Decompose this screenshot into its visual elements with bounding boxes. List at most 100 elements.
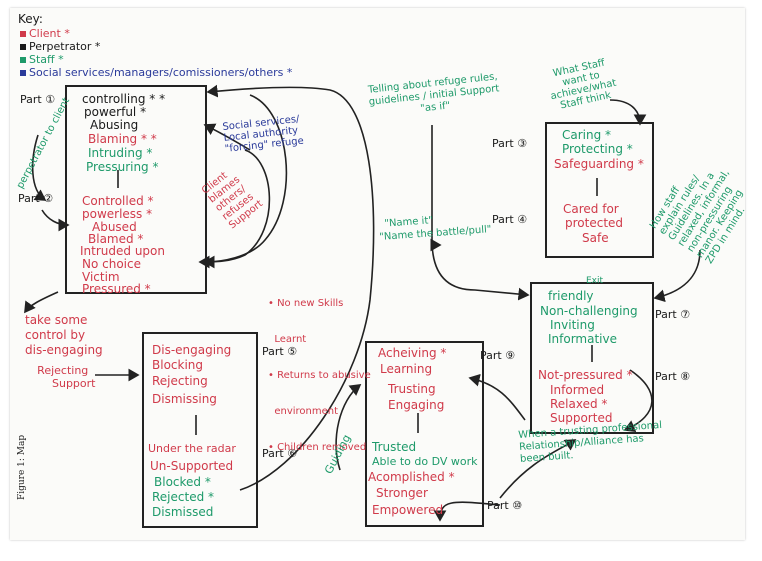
box5-blocking: Blocking	[152, 358, 204, 372]
box4-learning: Learning	[380, 362, 433, 376]
note-no-new-skills-line-4: environment	[268, 406, 339, 417]
key-social-services-swatch	[20, 70, 26, 76]
box5-dis-engaging: Dis-engaging	[152, 343, 232, 357]
part-6-label: Part ⑥	[262, 447, 298, 460]
box1-controlling: controlling * *	[82, 92, 166, 106]
key-perpetrator-swatch	[20, 44, 26, 50]
part-3-label: Part ③	[492, 137, 528, 150]
box4-acheiving: Acheiving *	[378, 346, 447, 360]
arrow-part1-to-part2	[31, 134, 47, 201]
part-9-label: Part ⑨	[480, 349, 516, 362]
box2-safeguarding: Safeguarding *	[554, 157, 644, 171]
paper-sheet	[10, 8, 745, 540]
box1-abusing: Abusing	[90, 118, 139, 132]
box3-non-challenging: Non-challenging	[540, 304, 638, 318]
box-part-9-10	[365, 341, 484, 527]
box1-controlled: Controlled *	[82, 194, 154, 208]
key-client: Client *	[20, 27, 70, 40]
box5-under-the-radar: Under the radar	[148, 442, 236, 455]
box3-informative: Informative	[548, 332, 617, 346]
box3-informed: Informed	[550, 383, 605, 397]
box1-intruding: Intruding *	[88, 146, 153, 160]
box2-protecting: Protecting *	[562, 142, 633, 156]
arrow-big-loop-from-box6	[206, 84, 375, 491]
box5-blocked: Blocked *	[154, 475, 211, 489]
arrow-telling-down	[431, 125, 530, 301]
part-8-label: Part ⑧	[655, 370, 691, 383]
box3-friendly: friendly	[548, 289, 594, 303]
arrow-what-staff-to-box2	[609, 99, 647, 126]
note-rejecting-line-2: Support	[52, 377, 96, 390]
note-rejecting-support: Rejecting Support	[30, 364, 95, 390]
key-social-services-label: Social services/managers/comissioners/ot…	[29, 66, 293, 79]
box1-intruded-upon: Intruded upon	[80, 244, 165, 258]
arrow-how-staff-to-box3	[653, 249, 701, 303]
part-1-label: Part ①	[20, 93, 56, 106]
box2-cared-for: Cared for	[563, 202, 619, 216]
note-take-control-line-2: control by	[25, 328, 86, 342]
arrow-when-trusting-to-box4	[468, 373, 526, 421]
key-client-swatch	[20, 31, 26, 37]
box3-not-pressured: Not-pressured *	[538, 368, 633, 382]
box4-engaging: Engaging	[388, 398, 445, 412]
box3-inviting: Inviting	[550, 318, 595, 332]
box3-supported: Supported	[550, 411, 613, 425]
box1-pressuring: Pressuring *	[86, 160, 159, 174]
part-4-label: Part ④	[492, 213, 528, 226]
box4-stronger: Stronger	[376, 486, 428, 500]
box1-blaming: Blaming * *	[88, 132, 157, 146]
key-title: Key:	[18, 12, 43, 26]
note-rejecting-line-1: Rejecting	[37, 364, 89, 377]
box1-no-choice: No choice	[82, 257, 141, 271]
box1-pressured: Pressured *	[82, 282, 151, 296]
box3-exit: Exit	[586, 276, 604, 286]
box1-powerless: powerless *	[82, 207, 153, 221]
key-client-label: Client *	[29, 27, 70, 40]
note-no-new-skills-line-3: • Returns to abusive	[268, 370, 371, 381]
box4-able-dv-work: Able to do DV work	[372, 455, 478, 468]
box4-empowered: Empowered	[372, 503, 444, 517]
box4-trusted: Trusted	[372, 440, 417, 454]
box1-powerful: powerful *	[84, 105, 147, 119]
box5-rejecting: Rejecting	[152, 374, 208, 388]
note-no-new-skills-line-1: • No new Skills	[268, 298, 344, 309]
box1-abused: Abused	[92, 220, 137, 234]
arrow-box1-to-take-control	[24, 291, 59, 314]
key-social-services: Social services/managers/comissioners/ot…	[20, 66, 292, 79]
box1-victim: Victim	[82, 270, 120, 284]
note-take-control-line-3: dis-engaging	[25, 343, 103, 357]
note-no-new-skills-line-5: • Children removed	[268, 442, 367, 453]
key-staff-swatch	[20, 57, 26, 63]
box-part-3-4	[545, 122, 654, 258]
box5-un-supported: Un-Supported	[150, 459, 234, 473]
key-staff: Staff *	[20, 53, 64, 66]
part-7-label: Part ⑦	[655, 308, 691, 321]
key-perpetrator-label: Perpetrator *	[29, 40, 101, 53]
part-5-label: Part ⑤	[262, 345, 298, 358]
arrow-social-services-to-box1	[203, 123, 251, 151]
box-part-1-2	[65, 85, 207, 294]
box3-relaxed: Relaxed *	[550, 397, 608, 411]
note-no-new-skills: • No new Skills Learnt • Returns to abus…	[268, 274, 371, 478]
box2-protected: protected	[565, 216, 624, 230]
part-2-label: Part ②	[18, 192, 54, 205]
key-perpetrator: Perpetrator *	[20, 40, 100, 53]
key-staff-label: Staff *	[29, 53, 64, 66]
box5-dismissed: Dismissed	[152, 505, 214, 519]
note-take-control-line-1: take some	[25, 313, 88, 327]
box-part-7-8	[530, 282, 654, 434]
note-take-control: take some control by dis-engaging	[25, 313, 103, 358]
arrow-box3-loop	[623, 369, 653, 433]
note-no-new-skills-line-2: Learnt	[268, 334, 307, 345]
box4-acomplished: Acomplished *	[368, 470, 455, 484]
arrow-part10-up	[499, 439, 577, 499]
arrow-client-blames-loop	[198, 149, 271, 269]
box1-blamed: Blamed *	[88, 232, 144, 246]
box4-trusting: Trusting	[388, 382, 436, 396]
arrow-loop-box1-top	[203, 94, 288, 269]
box5-rejected: Rejected *	[152, 490, 215, 504]
box2-safe: Safe	[582, 231, 609, 245]
box-part-5-6	[142, 332, 258, 528]
